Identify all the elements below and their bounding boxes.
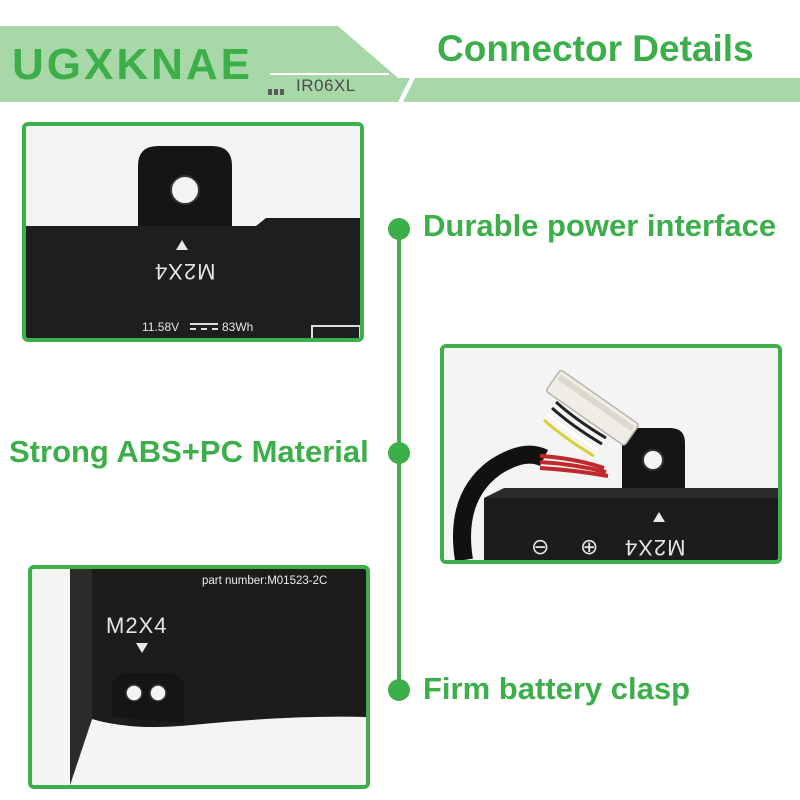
header-banner xyxy=(0,26,800,102)
model-number: IR06XL xyxy=(296,76,356,95)
timeline-dot-2 xyxy=(388,442,410,464)
connector-photo-bottom: part number:M01523-2C M2X4 xyxy=(28,565,370,789)
minus-terminal-icon: ⊖ xyxy=(531,534,550,559)
connector-photo-top: M2X4 11.58V 83Wh xyxy=(22,122,364,342)
part-number: part number:M01523-2C xyxy=(202,575,328,587)
mark-m2x4-right: M2X4 xyxy=(624,535,686,560)
timeline-dot-3 xyxy=(388,679,410,701)
mark-m2x4-bottom: M2X4 xyxy=(106,613,168,638)
feature-battery-clasp: Firm battery clasp xyxy=(423,671,691,706)
connector-photo-right: ⊖ ⊕ M2X4 xyxy=(440,344,782,564)
voltage-label: 11.58V xyxy=(142,320,180,334)
brand-logo: UGXKNAE xyxy=(12,40,254,89)
mark-m2x4-top: M2X4 xyxy=(154,259,216,284)
page-title: Connector Details xyxy=(437,28,754,69)
plus-terminal-icon: ⊕ xyxy=(580,534,599,559)
capacity-label: 83Wh xyxy=(222,320,254,334)
feature-durable-power: Durable power interface xyxy=(423,208,777,243)
feature-material: Strong ABS+PC Material xyxy=(9,434,369,469)
brand-dots-icon xyxy=(268,84,290,102)
timeline-dot-1 xyxy=(388,218,410,240)
